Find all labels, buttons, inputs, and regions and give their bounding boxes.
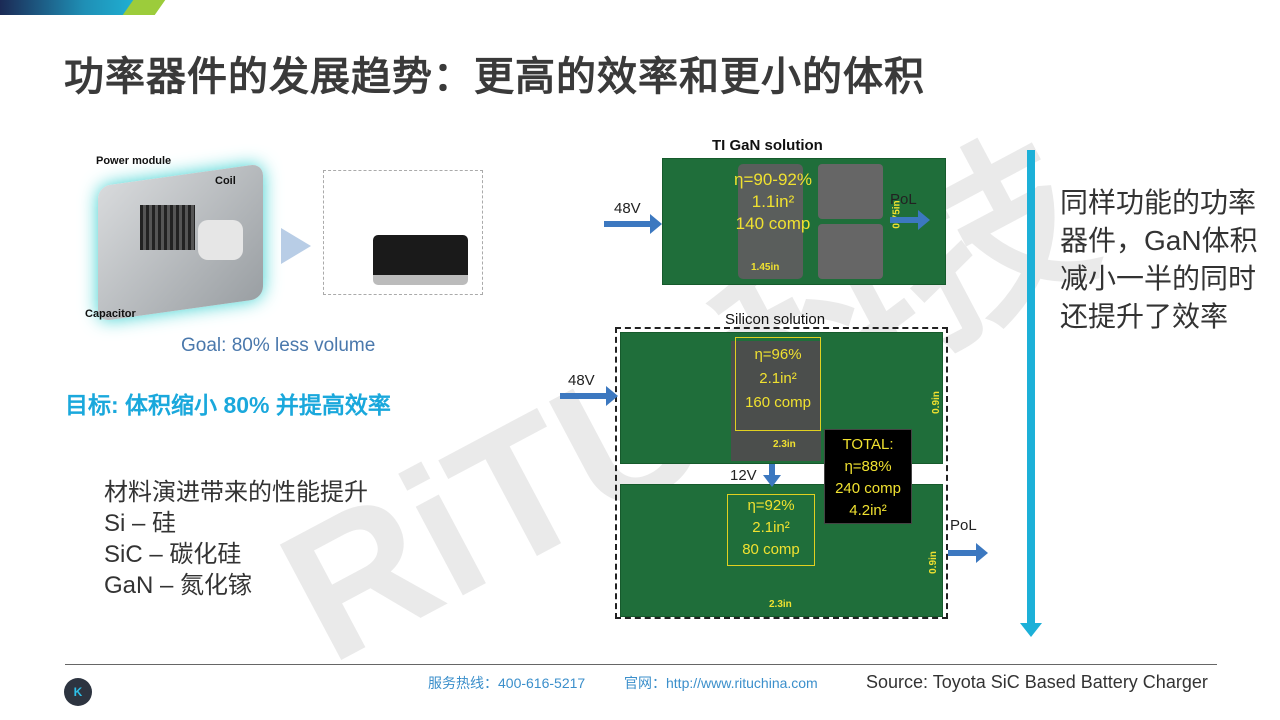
gan-output-label: PoL [890,191,917,208]
silicon-output-arrow [948,543,988,563]
gan-output-arrow [890,210,930,230]
gan-specs: η=90-92% 1.1in² 140 comp [718,169,828,235]
stage1-area: 2.1in² [759,370,797,387]
silicon-input-label: 48V [568,372,595,389]
down-arrow-head [763,475,781,487]
material-list: 材料演进带来的性能提升 Si – 硅 SiC – 碳化硅 GaN – 氮化镓 [104,477,368,601]
slide-title: 功率器件的发展趋势：更高的效率和更小的体积 [64,55,925,99]
goal-text: 目标: 体积缩小 80% 并提高效率 [65,392,391,418]
gan-title: TI GaN solution [712,137,823,154]
small-charger [373,235,468,285]
down-arrow-icon [769,464,775,476]
gan-width: 1.45in [751,262,780,273]
stage2-width: 2.3in [769,599,792,610]
gan-inductor [738,164,803,279]
source-text: Source: Toyota SiC Based Battery Charger [866,672,1208,692]
list-item: SiC – 碳化硅 [104,541,242,568]
gan-comp: 140 comp [735,214,811,233]
list-item: 材料演进带来的性能提升 [104,479,368,506]
gan-eff: η=90-92% [734,170,812,189]
gan-area: 1.1in² [751,192,795,211]
total-specs: TOTAL: η=88% 240 comp 4.2in² [824,429,912,524]
hotline: 服务热线：400-616-5217 [428,675,586,691]
label-power-module: Power module [96,155,172,167]
silicon-box: η=96% 2.1in² 160 comp 2.3in 0.9in η=92% … [615,327,948,619]
stage1-transformer [731,341,821,461]
list-item: Si – 硅 [104,510,177,537]
stage2-comp: 80 comp [742,541,800,558]
total-eff: η=88% [844,458,892,475]
website-link[interactable]: 官网：http://www.rituchina.com [624,675,818,691]
gan-inductor-2 [818,224,883,279]
volume-box [323,170,483,295]
silicon-title: Silicon solution [725,311,826,328]
silicon-input-arrow [560,386,618,406]
ritu-logo: K [64,678,92,706]
stage1-specs: η=96% 2.1in² 160 comp [735,337,821,431]
stage1-width: 2.3in [773,439,796,450]
footer-divider [65,664,1217,665]
total-label: TOTAL: [842,436,894,453]
stage2-height: 0.9in [927,551,939,574]
label-capacitor: Capacitor [85,308,136,320]
label-coil: Coil [215,175,236,187]
toyota-charger-image: Power module Coil Capacitor [78,150,483,330]
gan-input-arrow [604,214,662,234]
silicon-output-label: PoL [950,517,977,534]
gan-board: η=90-92% 1.1in² 140 comp 1.45in 0.75in [662,158,946,285]
vertical-arrow-head [1020,623,1042,637]
gan-inductor-1 [818,164,883,219]
right-arrow-icon [281,228,311,264]
heatsink [140,205,195,250]
coil [198,220,243,260]
conclusion-text: 同样功能的功率器件，GaN体积减小一半的同时还提升了效率 [1060,187,1258,332]
list-item: GaN – 氮化镓 [104,572,253,599]
total-area: 4.2in² [849,502,887,519]
gan-input-label: 48V [614,200,641,217]
silicon-12v-label: 12V [730,467,757,484]
vertical-arrow [1027,150,1035,625]
stage2-area: 2.1in² [752,519,790,536]
total-comp: 240 comp [835,480,901,497]
stage1-comp: 160 comp [745,394,811,411]
stage2-specs: η=92% 2.1in² 80 comp [727,494,815,566]
top-accent-bar [0,0,140,15]
stage1-eff: η=96% [754,346,802,363]
stage1-height: 0.9in [930,391,942,414]
goal-caption: Goal: 80% less volume [181,335,376,356]
stage2-eff: η=92% [747,497,795,514]
